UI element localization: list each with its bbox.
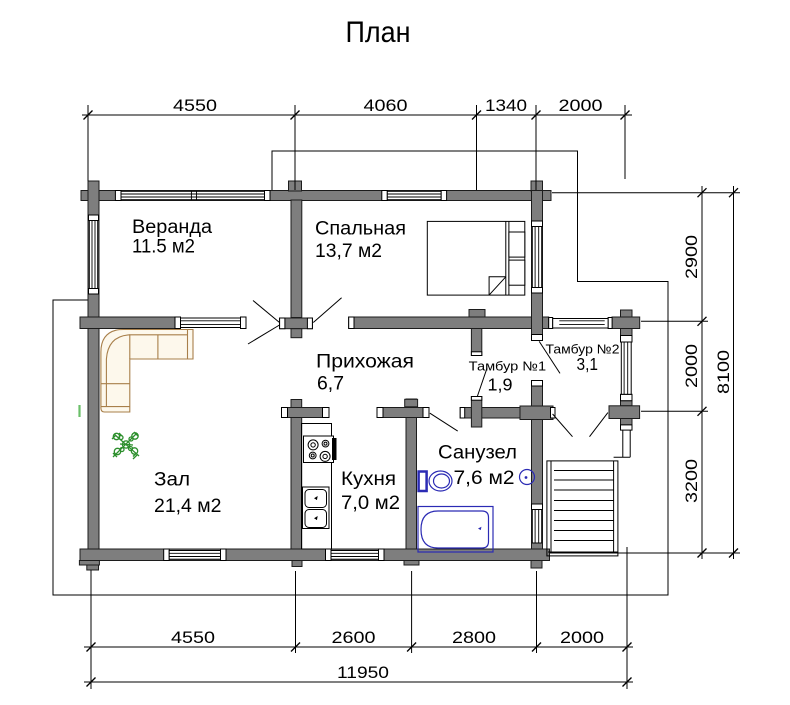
svg-text:Тамбур №1: Тамбур №1 — [469, 359, 547, 374]
svg-text:1340: 1340 — [485, 97, 527, 115]
svg-text:7,6 м2: 7,6 м2 — [454, 468, 515, 489]
svg-text:2000: 2000 — [559, 97, 603, 115]
svg-text:8100: 8100 — [715, 350, 733, 394]
svg-text:2800: 2800 — [452, 629, 496, 647]
svg-text:2900: 2900 — [683, 235, 701, 279]
svg-text:Веранда: Веранда — [132, 217, 212, 238]
svg-text:3200: 3200 — [683, 459, 701, 503]
svg-text:2600: 2600 — [332, 629, 376, 647]
svg-text:3,1: 3,1 — [577, 354, 599, 374]
svg-text:1,9: 1,9 — [488, 375, 513, 395]
svg-text:Санузел: Санузел — [438, 443, 517, 464]
svg-text:План: План — [346, 16, 411, 49]
svg-text:21,4 м2: 21,4 м2 — [154, 496, 222, 517]
svg-text:11950: 11950 — [337, 664, 389, 682]
svg-text:4550: 4550 — [171, 629, 215, 647]
svg-text:7,0 м2: 7,0 м2 — [341, 493, 400, 514]
svg-text:Кухня: Кухня — [341, 469, 396, 490]
svg-text:Зал: Зал — [154, 470, 190, 491]
svg-text:Тамбур №2: Тамбур №2 — [546, 342, 620, 357]
svg-text:Спальная: Спальная — [315, 219, 406, 240]
svg-text:6,7: 6,7 — [317, 374, 344, 395]
svg-text:Прихожая: Прихожая — [316, 352, 414, 373]
svg-text:4060: 4060 — [364, 97, 408, 115]
svg-text:13,7 м2: 13,7 м2 — [315, 241, 382, 262]
svg-text:2000: 2000 — [683, 344, 701, 388]
svg-text:2000: 2000 — [560, 629, 604, 647]
svg-text:11.5 м2: 11.5 м2 — [132, 237, 195, 258]
svg-text:4550: 4550 — [173, 97, 217, 115]
